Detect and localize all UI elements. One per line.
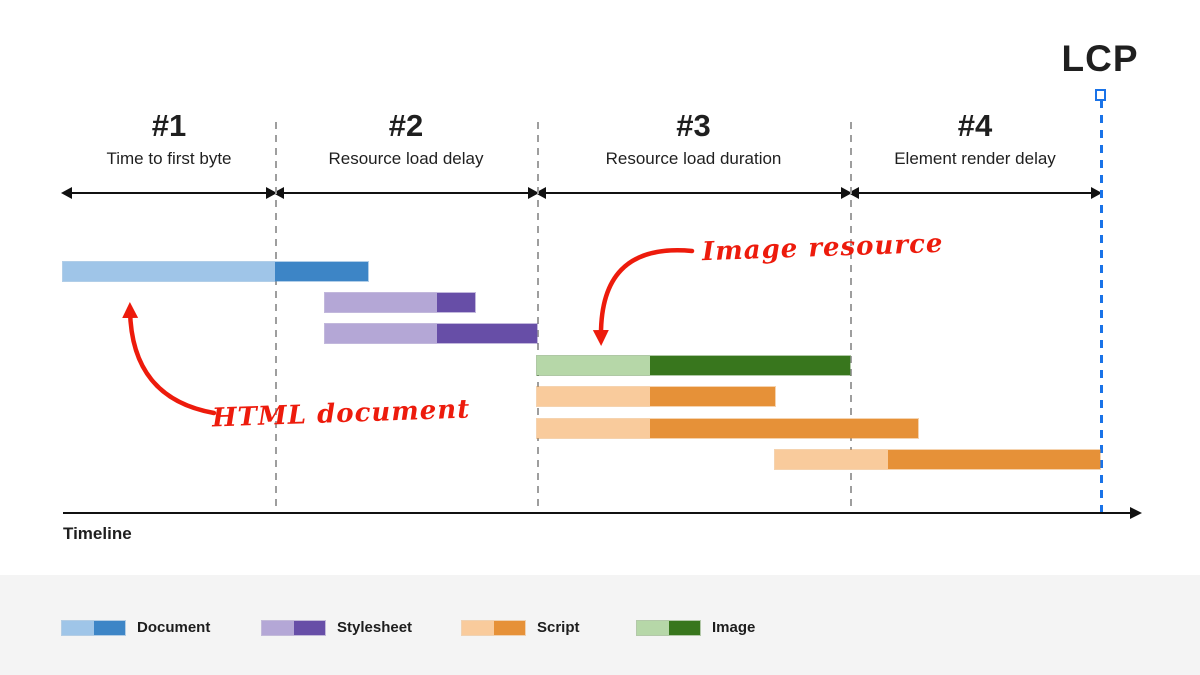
phase-separator-line: [850, 122, 852, 513]
phase-name: Resource load duration: [605, 148, 782, 168]
image-bar-load-segment: [650, 356, 850, 375]
legend-label: Script: [537, 619, 580, 636]
script-bar-load-segment: [888, 450, 1100, 469]
swatch-light-half: [262, 620, 294, 635]
script-bar-delay-segment: [775, 450, 888, 469]
script-swatch-icon: [462, 620, 525, 635]
swatch-dark-half: [668, 620, 700, 635]
phase-separator-line: [275, 122, 277, 513]
html-document-arrow: [122, 302, 217, 416]
stylesheet-bar: [325, 293, 475, 312]
phase-number: #2: [388, 108, 424, 143]
image-bar: [537, 356, 850, 375]
swatch-light-half: [637, 620, 669, 635]
timeline-label: Timeline: [63, 524, 132, 543]
stylesheet-bar-load-segment: [437, 324, 537, 343]
image-resource-arrow: [592, 248, 695, 346]
phase-name: Resource load delay: [328, 148, 484, 168]
stylesheet-bar-delay-segment: [325, 293, 437, 312]
phase-separator-line: [537, 122, 539, 513]
legend: Document Stylesheet Script Image: [0, 575, 1200, 675]
phase-number: #3: [676, 108, 711, 143]
phase-name: Time to first byte: [106, 148, 232, 168]
phase-span-arrow: [848, 187, 1102, 199]
script-bar: [537, 419, 918, 438]
phase-span-arrow: [535, 187, 852, 199]
legend-label: Image: [712, 619, 756, 636]
legend-item-image: Image: [637, 619, 755, 636]
legend-label: Document: [137, 619, 211, 636]
script-bar-delay-segment: [537, 387, 650, 406]
image-swatch-icon: [637, 620, 700, 635]
script-bar-delay-segment: [537, 419, 650, 438]
script-bar: [775, 450, 1100, 469]
timeline-axis: [63, 507, 1142, 519]
legend-label: Stylesheet: [337, 619, 413, 636]
phase-number: #4: [957, 108, 993, 143]
document-bar-load-segment: [275, 262, 368, 281]
document-bar: [63, 262, 368, 281]
phase-name: Element render delay: [894, 148, 1056, 168]
swatch-dark-half: [493, 620, 525, 635]
swatch-light-half: [62, 620, 94, 635]
lcp-dashed-line: [1100, 100, 1103, 513]
document-bar-delay-segment: [63, 262, 275, 281]
image-resource-annotation: Image resource: [701, 228, 944, 268]
document-swatch-icon: [62, 620, 125, 635]
stylesheet-swatch-icon: [262, 620, 325, 635]
script-bar-load-segment: [650, 387, 775, 406]
stylesheet-bar-delay-segment: [325, 324, 437, 343]
html-document-annotation: HTML document: [211, 394, 471, 434]
swatch-dark-half: [293, 620, 325, 635]
lcp-label: LCP: [1061, 38, 1139, 79]
phase-span-arrow: [273, 187, 539, 199]
legend-item-stylesheet: Stylesheet: [262, 619, 412, 636]
swatch-light-half: [462, 620, 494, 635]
stylesheet-bar: [325, 324, 537, 343]
swatch-dark-half: [93, 620, 125, 635]
legend-item-document: Document: [62, 619, 210, 636]
script-bar-load-segment: [650, 419, 918, 438]
phase-number: #1: [151, 108, 187, 143]
stylesheet-bar-load-segment: [437, 293, 475, 312]
image-bar-delay-segment: [537, 356, 650, 375]
phase-span-arrow: [61, 187, 277, 199]
legend-item-script: Script: [462, 619, 580, 636]
script-bar: [537, 387, 775, 406]
